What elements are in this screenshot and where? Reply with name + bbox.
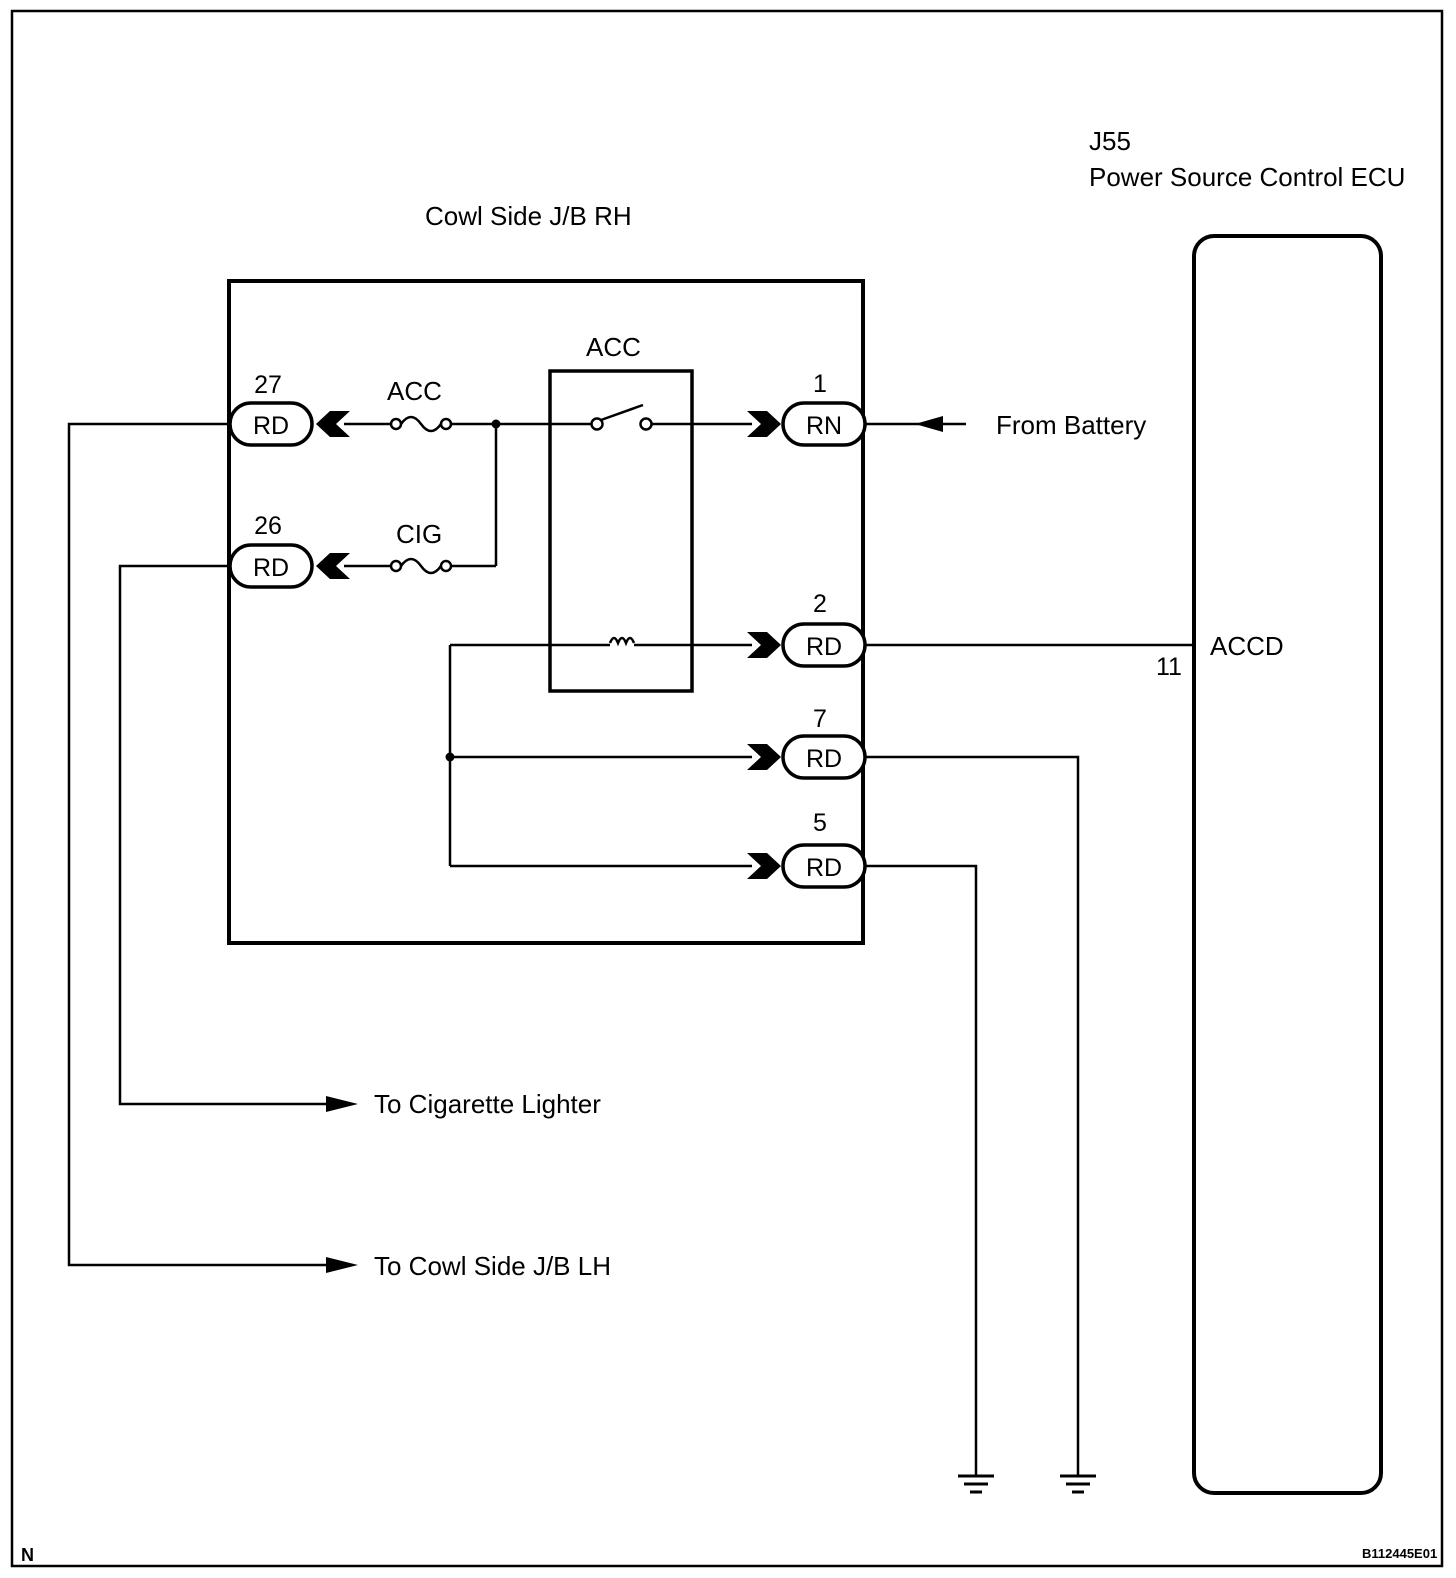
to-cowl-lh-arrow-icon	[326, 1257, 358, 1273]
ground-icon	[1060, 1474, 1096, 1494]
pin-2-color: RD	[806, 633, 842, 661]
acc-fuse-icon	[389, 415, 453, 433]
relay-switch-icon	[550, 403, 692, 431]
ground-icon	[958, 1474, 994, 1494]
corner-n-label: N	[21, 1545, 34, 1565]
from-battery-arrow-icon	[915, 416, 943, 432]
pin-26-number: 26	[254, 512, 282, 540]
ecu-outline	[1192, 234, 1383, 1495]
to-cigarette-lighter-arrow-icon	[326, 1096, 358, 1112]
cig-fuse-label: CIG	[396, 519, 442, 549]
ecu-code: J55	[1089, 126, 1131, 156]
pin-5-number: 5	[813, 809, 827, 837]
pin-5-ground-wire	[865, 864, 978, 1476]
ecu-terminal-number: 11	[1156, 653, 1182, 681]
acc-fuse-label: ACC	[387, 376, 442, 406]
figure-code: B112445E01	[1362, 1546, 1437, 1561]
pin-7-number: 7	[813, 705, 827, 733]
outer-border	[10, 9, 1444, 1568]
pin-5-color: RD	[806, 854, 842, 882]
pin-7-color: RD	[806, 745, 842, 773]
pin-1-color: RN	[806, 412, 842, 440]
pin-27-number: 27	[254, 371, 282, 399]
ecu-title: Power Source Control ECU	[1089, 162, 1405, 192]
cowl-lh-wire	[67, 422, 344, 1267]
junction-block-title: Cowl Side J/B RH	[425, 201, 632, 231]
ecu-terminal-name: ACCD	[1210, 631, 1284, 661]
pin-27-color: RD	[253, 412, 289, 440]
pin-1-number: 1	[813, 370, 827, 398]
from-battery-label: From Battery	[996, 410, 1146, 440]
junction-block-outline	[227, 279, 865, 945]
acc-relay-label: ACC	[586, 332, 641, 362]
pin-7-ground-wire	[865, 755, 1080, 1476]
relay-coil-icon	[608, 636, 636, 647]
cig-fuse-icon	[389, 557, 453, 575]
cig-lighter-wire	[118, 564, 344, 1106]
pin-26-color: RD	[253, 554, 289, 582]
acc-relay-box	[548, 369, 694, 693]
to-cigarette-lighter-label: To Cigarette Lighter	[374, 1089, 601, 1119]
connector-chevron-icons	[316, 411, 781, 879]
pin-2-number: 2	[813, 590, 827, 618]
to-cowl-lh-label: To Cowl Side J/B LH	[374, 1251, 611, 1281]
